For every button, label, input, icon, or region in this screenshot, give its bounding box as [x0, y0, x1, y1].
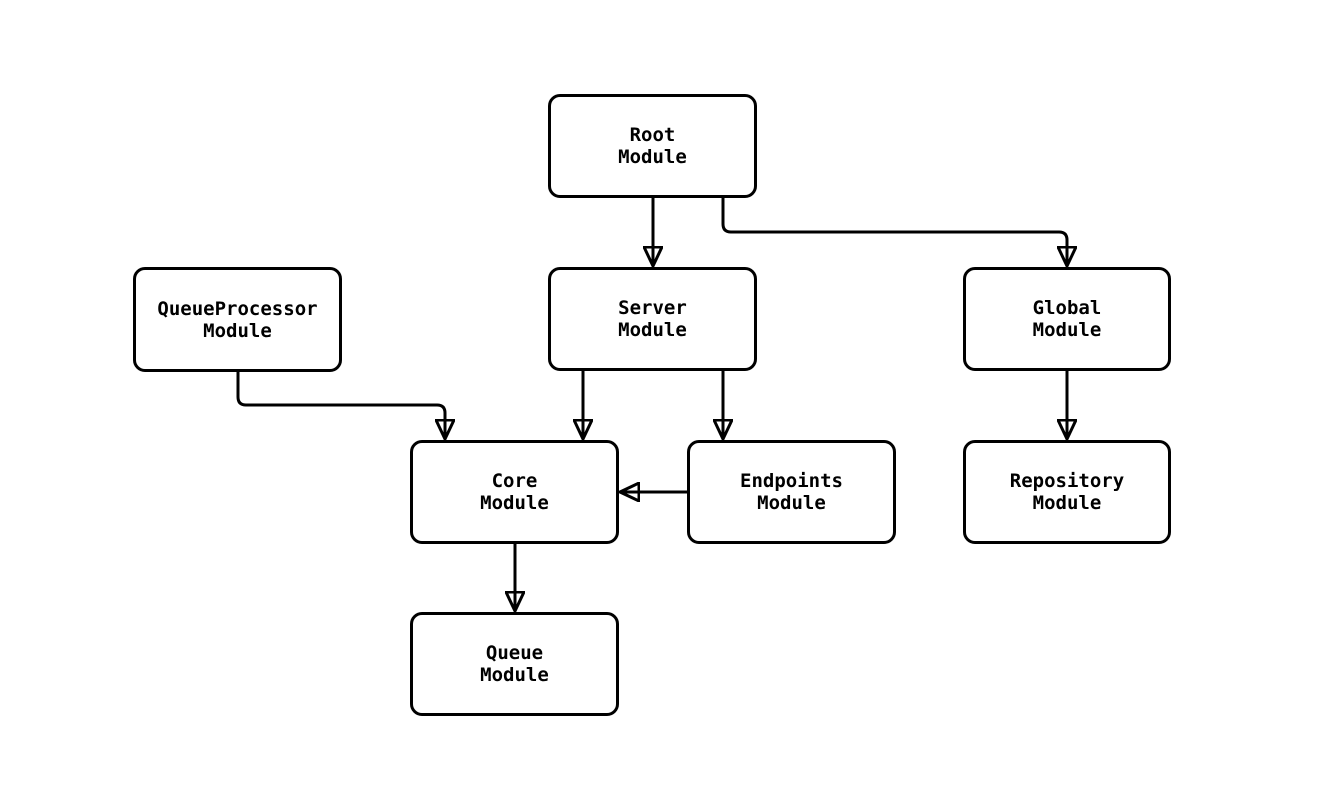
node-root-module: Root Module [548, 94, 757, 198]
node-root-module-label: Root Module [618, 124, 687, 168]
node-endpoints-module-label: Endpoints Module [740, 470, 843, 514]
node-repository-module-label: Repository Module [1009, 470, 1125, 514]
node-server-module-label: Server Module [618, 297, 687, 341]
node-core-module-label: Core Module [480, 470, 549, 514]
node-queueprocessor-module-label: QueueProcessor Module [157, 297, 318, 342]
node-global-module-label: Global Module [1032, 297, 1102, 341]
edge-root-to-global [721, 198, 1067, 266]
node-queue-module-label: Queue Module [480, 642, 549, 686]
node-global-module: Global Module [963, 267, 1171, 371]
node-core-module: Core Module [410, 440, 619, 544]
node-queueprocessor-module: QueueProcessor Module [133, 267, 342, 372]
edge-queueprocessor-to-core [236, 372, 445, 439]
node-server-module: Server Module [548, 267, 757, 371]
node-endpoints-module: Endpoints Module [687, 440, 896, 544]
node-queue-module: Queue Module [410, 612, 619, 716]
node-repository-module: Repository Module [963, 440, 1171, 544]
